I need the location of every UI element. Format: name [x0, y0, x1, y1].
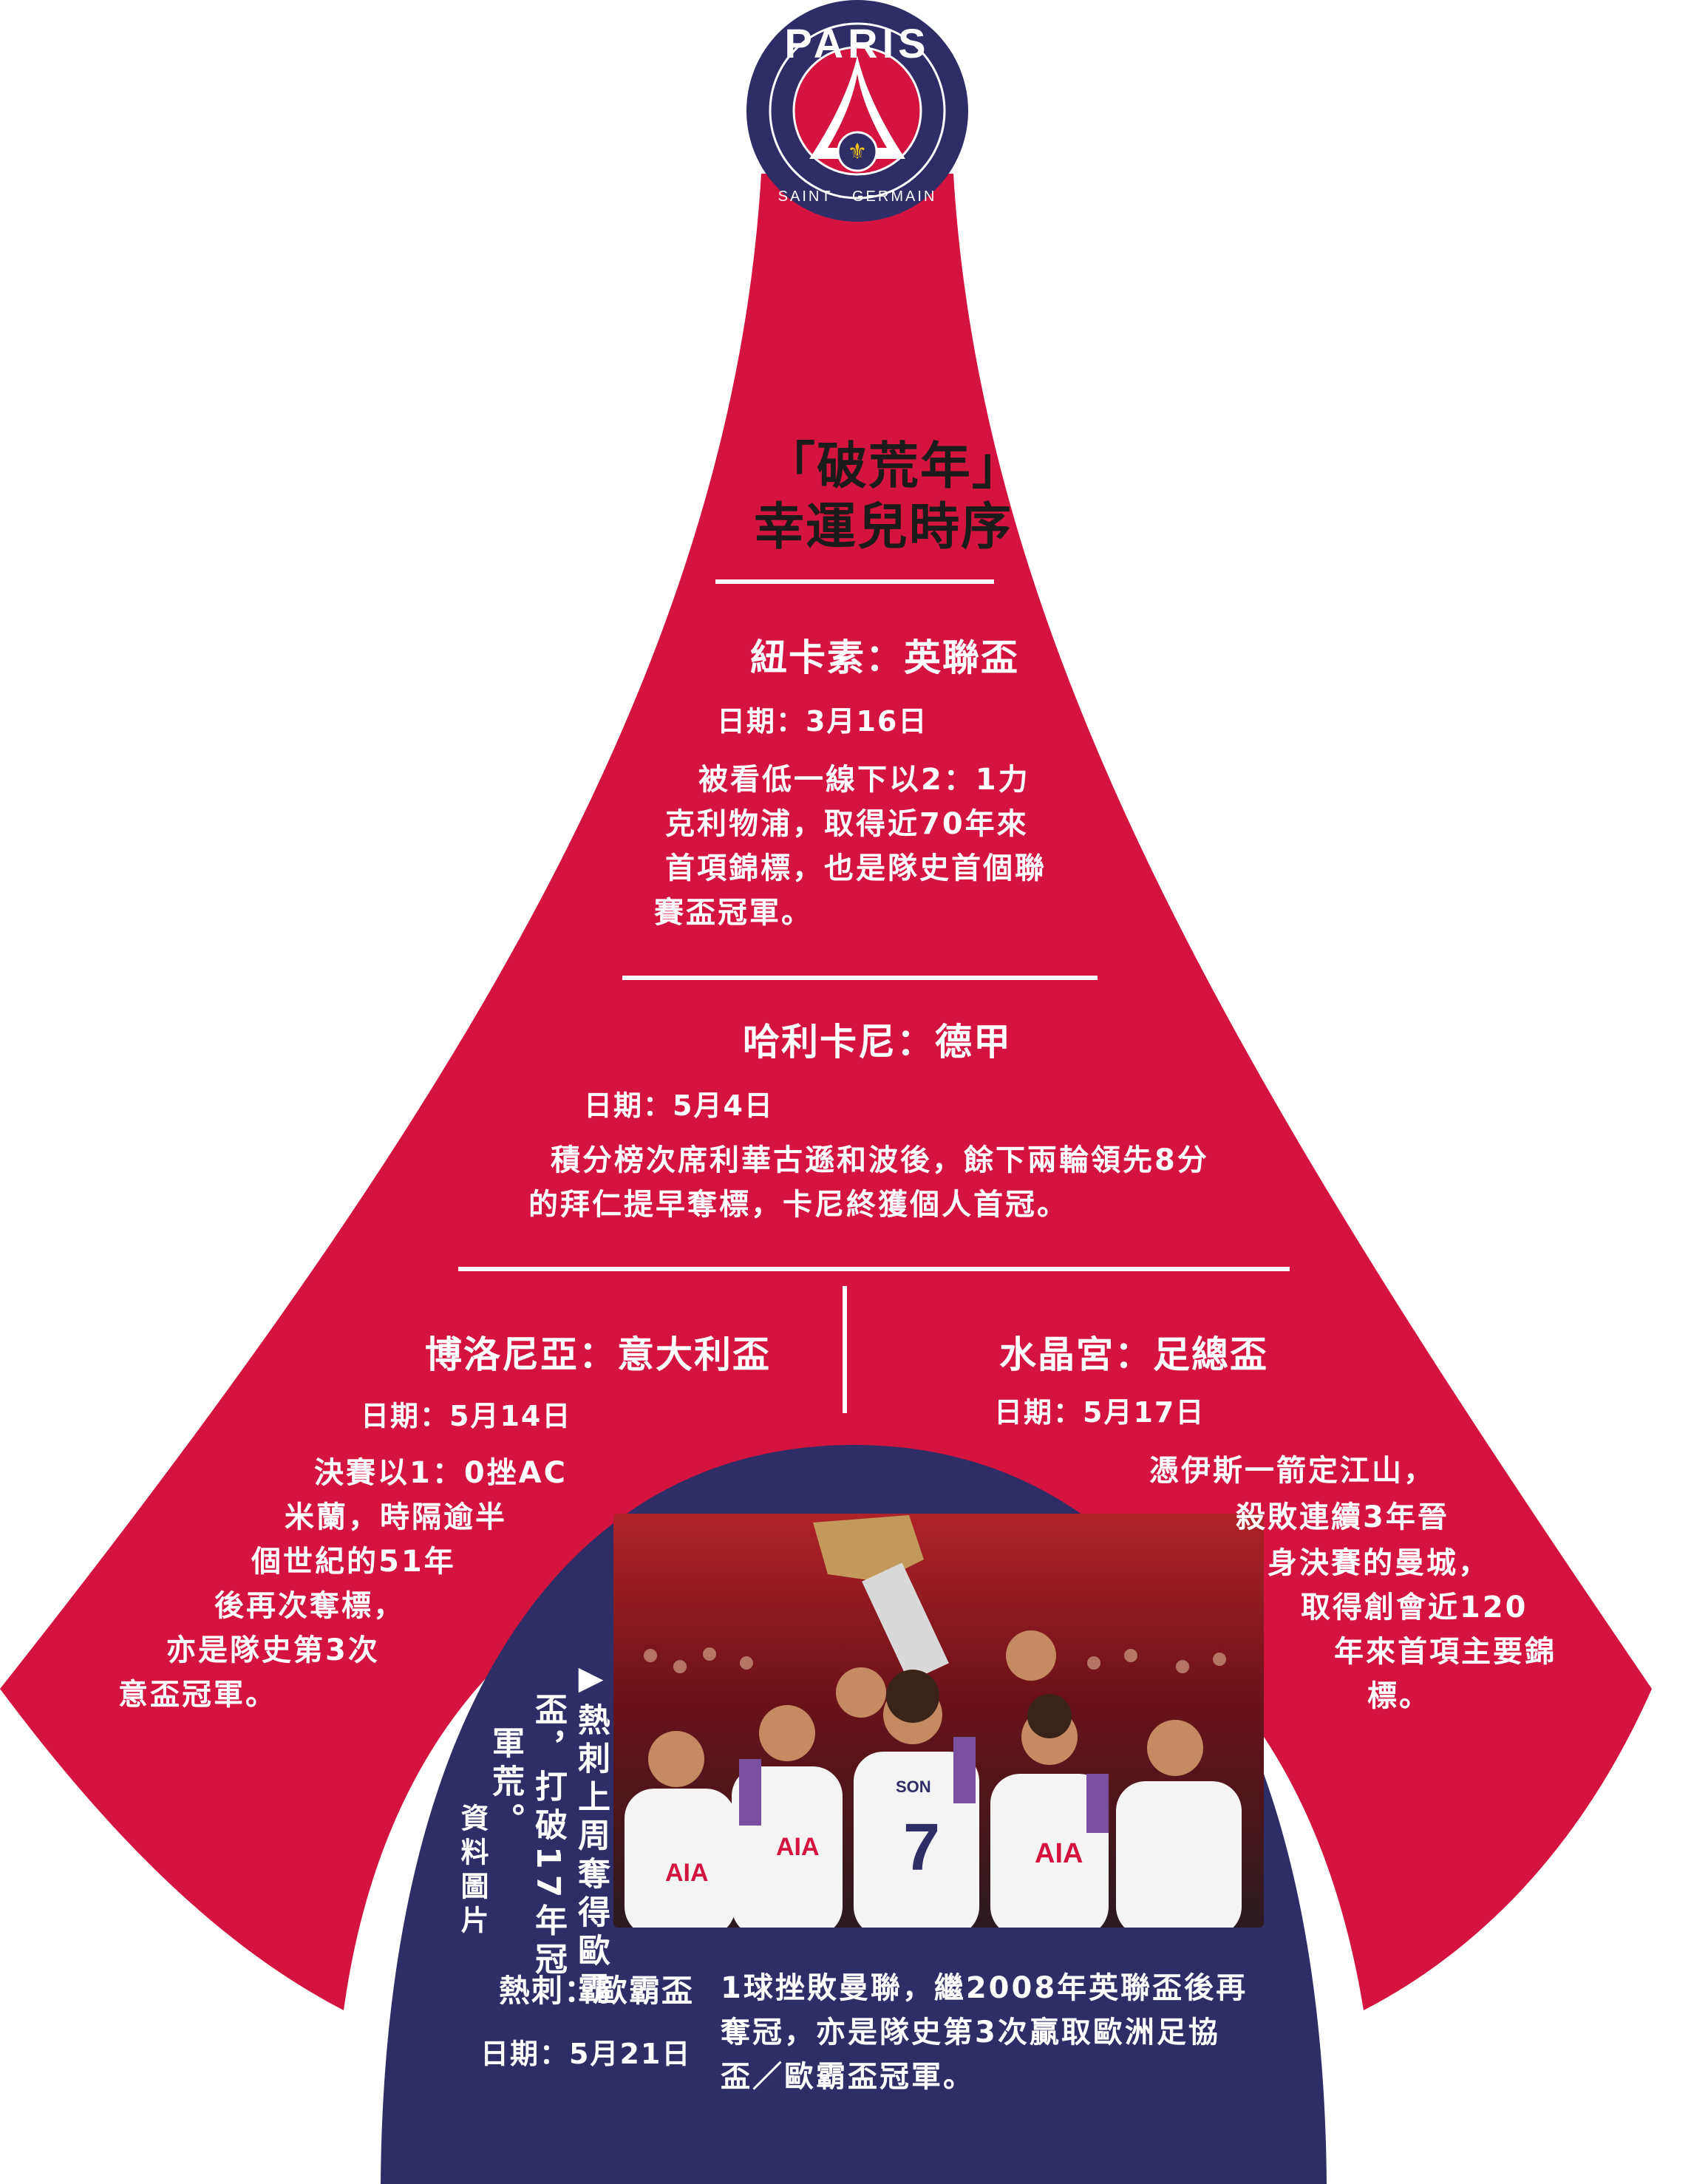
section-body-line: 克利物浦，取得近70年來 — [665, 807, 1029, 841]
section-body-line: 積分榜次席利華古遜和波後，餘下兩輪領先8分 — [551, 1143, 1209, 1177]
section-body-line: 殺敗連續3年晉 — [1236, 1500, 1449, 1534]
svg-text:⚜: ⚜ — [848, 139, 868, 165]
section-body-line: 個世紀的51年 — [251, 1545, 456, 1579]
section-date: 日期：5月4日 — [584, 1089, 774, 1122]
section-body-line: 盃／歐霸盃冠軍。 — [721, 2060, 975, 2094]
section-body-line: 決賽以1：0挫AC — [314, 1456, 568, 1490]
title-line1: 「破荒年」 — [765, 438, 1024, 496]
logo-paris-text: PARIS — [785, 20, 930, 67]
section-heading: 哈利卡尼：德甲 — [743, 1021, 1012, 1064]
section-body-line: 首項錦標，也是隊史首個聯 — [665, 851, 1047, 885]
section-heading: 水晶宮：足總盃 — [999, 1333, 1268, 1376]
section-body-line: 1球挫敗曼聯，繼2008年英聯盃後再 — [721, 1971, 1248, 2005]
section-heading: 博洛尼亞：意大利盃 — [425, 1333, 771, 1376]
jersey-number: 7 — [903, 1811, 940, 1885]
photo-caption-col3: 軍荒。 — [486, 1726, 524, 1841]
psg-logo: ⚜ — [746, 0, 968, 222]
section-body-line: 亦是隊史第3次 — [166, 1633, 380, 1667]
section-heading: 熱刺：歐霸盃 — [499, 1973, 695, 2009]
jersey-sponsor-left: AIA — [665, 1859, 709, 1887]
logo-saint-germain-text: SAINT - GERMAIN — [778, 188, 937, 205]
photo-caption-col1: ▶熱刺上周奪得歐霸 — [572, 1659, 610, 2010]
section-body-line: 後再次奪標， — [214, 1589, 405, 1623]
section-heading: 紐卡素：英聯盃 — [750, 636, 1019, 679]
section-body-line: 憑伊斯一箭定江山， — [1149, 1454, 1435, 1488]
section-body-line: 米蘭，時隔逾半 — [285, 1500, 507, 1534]
section-date: 日期：5月17日 — [994, 1396, 1205, 1429]
section-body-line: 被看低一線下以2：1力 — [698, 763, 1030, 797]
section-date: 日期：5月21日 — [480, 2038, 692, 2070]
photo-caption-col4: 資料圖片 — [456, 1803, 489, 1939]
section-body-line: 標。 — [1367, 1679, 1431, 1713]
section-body-line: 年來首項主要錦 — [1334, 1635, 1556, 1669]
section-date: 日期：5月14日 — [361, 1400, 572, 1432]
section-body-line: 的拜仁提早奪標，卡尼終獲個人首冠。 — [528, 1188, 1069, 1222]
jersey-sponsor-right: AIA — [1035, 1838, 1083, 1869]
section-body-line: 身決賽的曼城， — [1268, 1546, 1490, 1580]
section-date: 日期：3月16日 — [717, 705, 928, 738]
photo-caption-col2: 盃，打破17年冠 — [529, 1693, 567, 1981]
section-body-line: 奪冠，亦是隊史第3次贏取歐洲足協 — [721, 2015, 1220, 2049]
title-line2: 幸運兒時序 — [754, 498, 1013, 557]
tottenham-celebration-photo — [613, 1514, 1264, 1928]
section-body-line: 取得創會近120 — [1301, 1591, 1528, 1625]
section-body-line: 意盃冠軍。 — [118, 1678, 277, 1712]
section-body-line: 賽盃冠軍。 — [654, 896, 813, 930]
jersey-sponsor-mid: AIA — [776, 1833, 820, 1861]
jersey-name: SON — [896, 1778, 931, 1796]
